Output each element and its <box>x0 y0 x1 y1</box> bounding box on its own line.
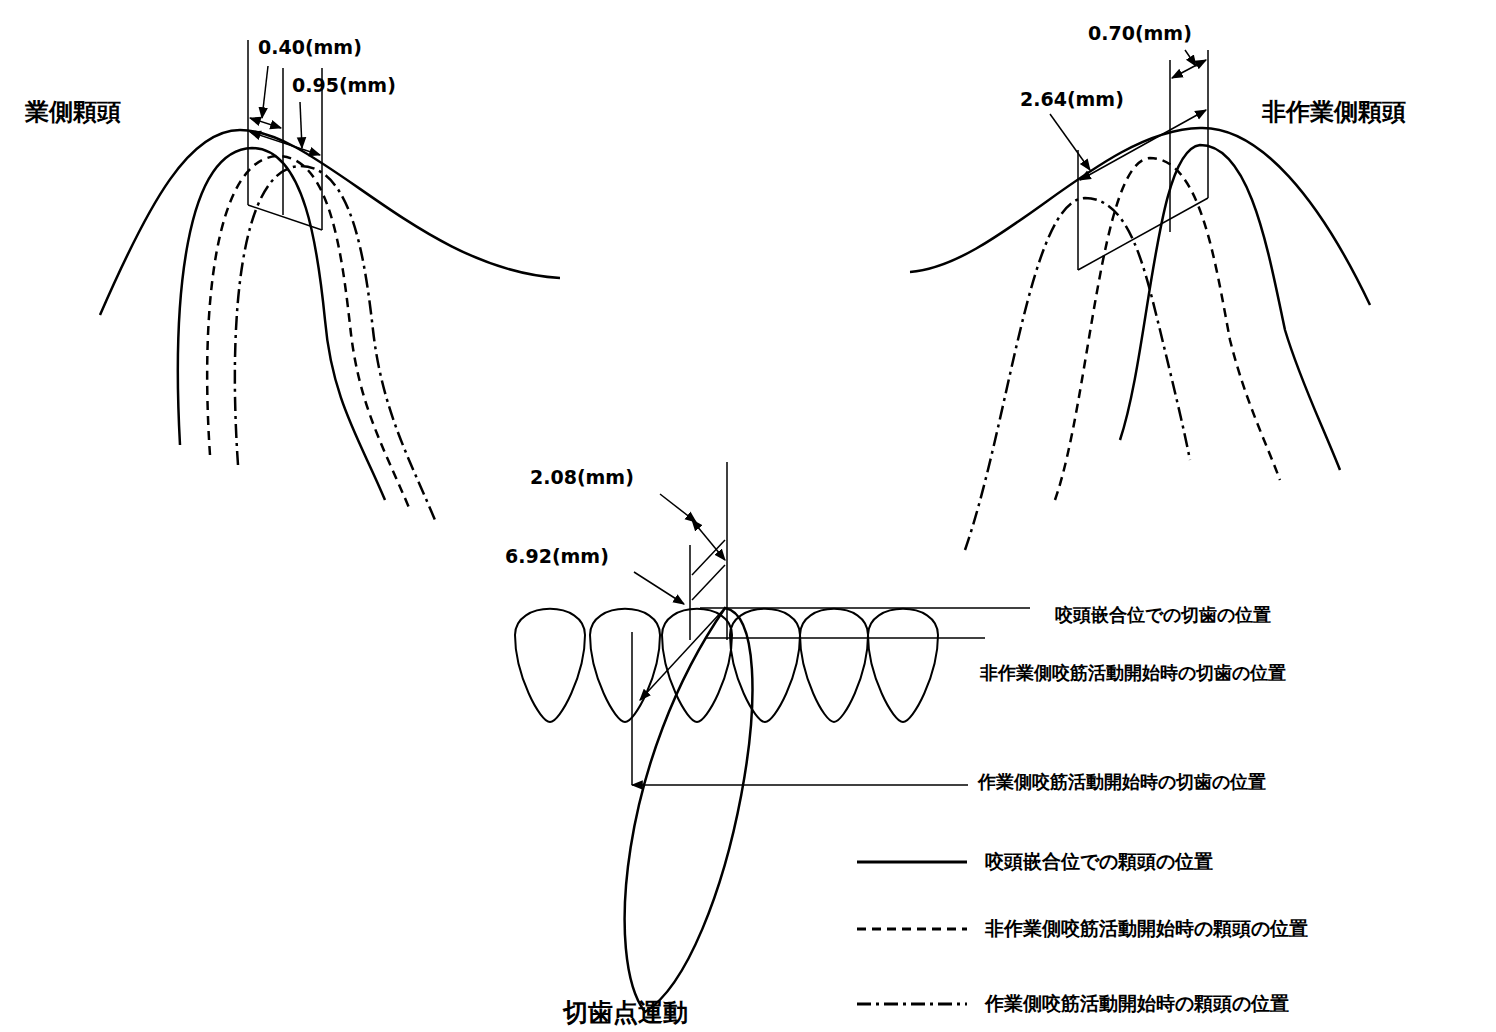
legend-entry: 非作業側咬筋活動開始時の顆頭の位置 <box>855 915 1485 943</box>
leader-line <box>700 607 1030 609</box>
dimension-arrow <box>692 520 725 560</box>
legend-line <box>857 861 967 864</box>
legend-entry: 咬頭嵌合位での顆頭の位置 <box>855 848 1485 876</box>
legend-line-sample <box>855 990 970 1018</box>
dimension-arrow <box>1080 110 1206 180</box>
legend-text: 咬頭嵌合位での顆頭の位置 <box>985 850 1213 873</box>
legend-text: 非作業側咬筋活動開始時の顆頭の位置 <box>985 917 1308 940</box>
part-name: 非作業側顆頭 <box>1262 98 1406 127</box>
legend-line-sample <box>855 848 970 876</box>
dimension-label: 2.64(mm) <box>1020 88 1124 111</box>
legend-text: 作業側咬筋活動開始時の顆頭の位置 <box>985 992 1289 1015</box>
callout-label: 非作業側咬筋活動開始時の切歯の位置 <box>980 662 1286 684</box>
dimension-label: 0.95(mm) <box>292 74 396 97</box>
callout-label: 作業側咬筋活動開始時の切歯の位置 <box>978 771 1266 793</box>
condyle-nonworking <box>1055 158 1280 500</box>
dimension-line <box>689 545 691 640</box>
dimension-line <box>247 40 249 205</box>
legend-line <box>857 1003 967 1006</box>
condyle-working <box>235 166 435 520</box>
dimension-arrow <box>1172 60 1206 78</box>
legend-entry: 作業側咬筋活動開始時の顆頭の位置 <box>855 990 1485 1018</box>
dimension-line <box>1169 60 1171 232</box>
legend-line-sample <box>855 915 970 943</box>
condyle-icp <box>1120 145 1340 470</box>
callout-label: 咬頭嵌合位での切歯の位置 <box>1055 604 1271 626</box>
leader-line <box>300 102 302 148</box>
part-name: 業側顆頭 <box>25 98 121 127</box>
leader-line <box>705 637 985 639</box>
dimension-line <box>1077 150 1079 270</box>
dimension-label: 2.08(mm) <box>530 466 634 489</box>
dimension-label: 6.92(mm) <box>505 545 609 568</box>
dimension-line <box>282 68 284 215</box>
fossa-outline <box>100 130 560 315</box>
dimension-line <box>248 205 322 230</box>
dimension-label: 0.70(mm) <box>1088 22 1192 45</box>
figure-caption: 切歯点運動 <box>563 998 688 1028</box>
leader-line <box>1185 50 1196 66</box>
leader-line <box>632 784 968 786</box>
dimension-arrow <box>640 608 725 700</box>
dimension-label: 0.40(mm) <box>258 36 362 59</box>
incisal-path <box>625 608 753 1012</box>
leader-line <box>634 572 684 604</box>
leader-line <box>262 66 268 118</box>
fossa-outline <box>910 128 1370 305</box>
dimension-arrow <box>250 118 281 128</box>
leader-line <box>1050 114 1090 170</box>
leader-line <box>631 632 633 785</box>
legend-line <box>857 928 967 931</box>
hatch-line <box>692 565 725 600</box>
leader-line <box>660 494 696 522</box>
dimension-line <box>1078 198 1208 270</box>
dimension-arrow <box>250 132 320 155</box>
dimension-line <box>726 462 728 640</box>
dimension-line <box>1207 50 1209 198</box>
